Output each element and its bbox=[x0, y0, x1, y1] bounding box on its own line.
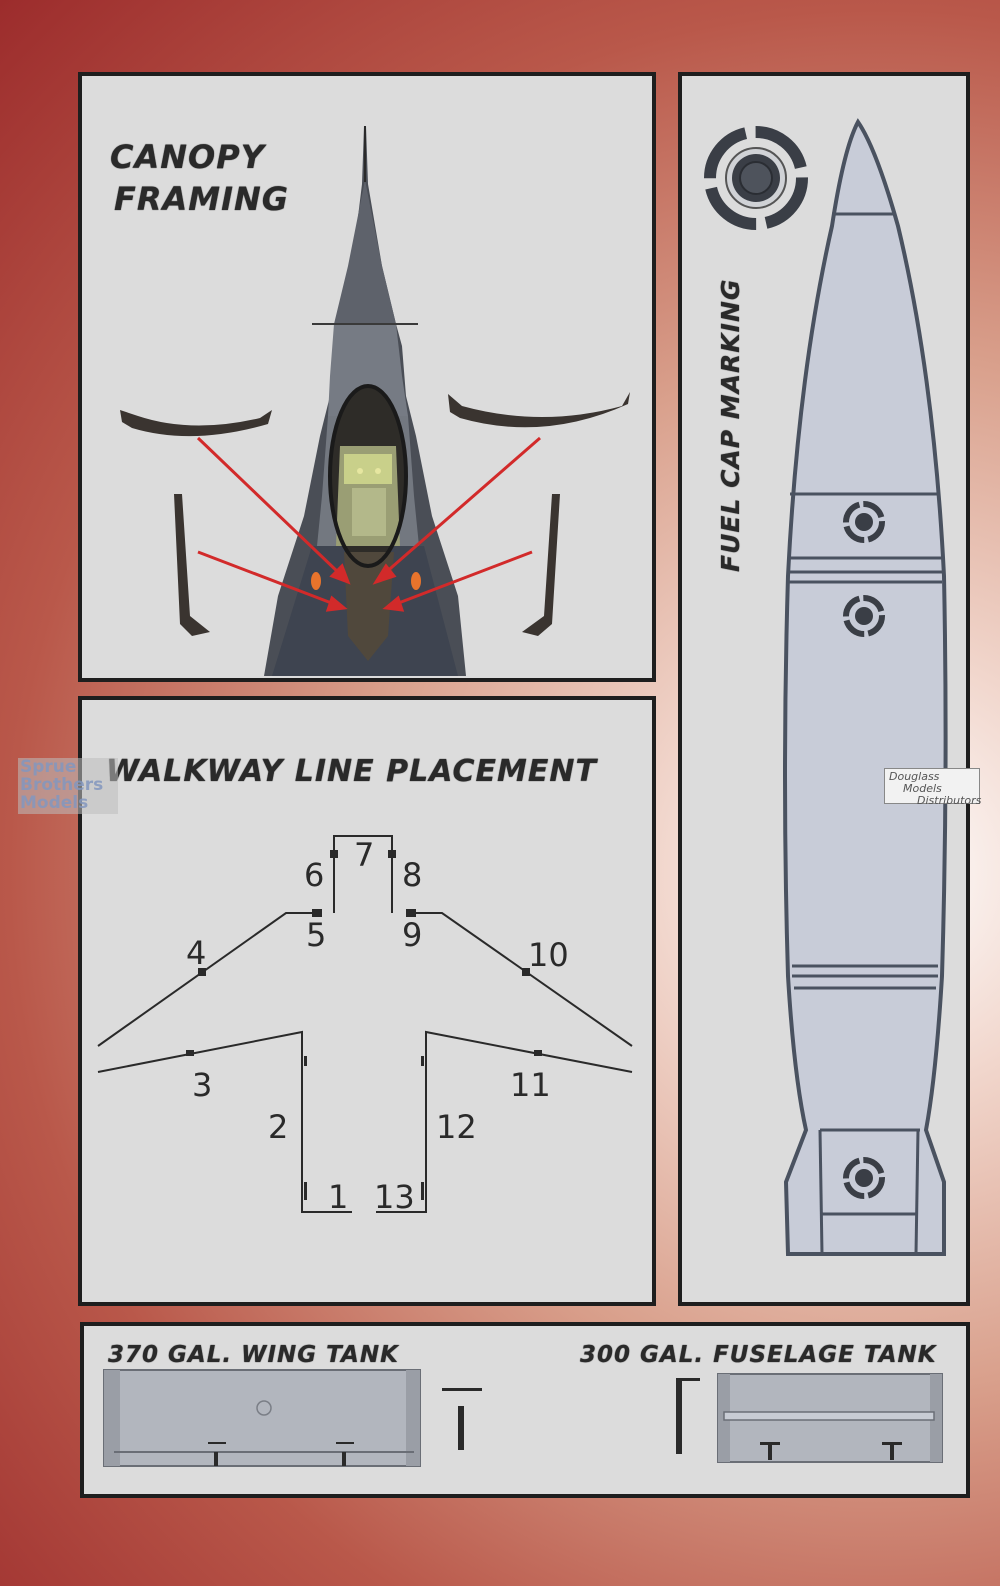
canopy-framing-panel: CANOPY FRAMING bbox=[78, 72, 656, 682]
aircraft-nose-topview bbox=[264, 126, 466, 676]
logo-line: Models bbox=[903, 782, 942, 795]
canopy-title-line1: CANOPY bbox=[110, 138, 265, 176]
walkway-lines bbox=[97, 835, 633, 1213]
fuel-tank-panel: FUEL CAP MARKING bbox=[678, 72, 970, 1306]
walkway-label-5: 5 bbox=[306, 916, 326, 954]
walkway-label-2: 2 bbox=[268, 1108, 288, 1146]
fuselage-tank-title: 300 GAL. FUSELAGE TANK bbox=[580, 1342, 937, 1368]
walkway-diagram: 4 3 2 1 6 5 7 8 9 10 11 12 13 bbox=[97, 835, 633, 1216]
wing-fuselage-tank-panel: 370 GAL. WING TANK 300 GAL. FUSELAGE TAN… bbox=[80, 1322, 970, 1498]
lift-here-marker bbox=[442, 1378, 700, 1454]
douglass-models-logo: Douglass Models Distributors bbox=[884, 768, 982, 807]
fuel-cap-marking-small bbox=[843, 501, 885, 1199]
logo-line: Douglass bbox=[889, 770, 940, 783]
tank-sideviews bbox=[103, 1369, 943, 1467]
walkway-label-12: 12 bbox=[436, 1108, 477, 1146]
fuselage-tank-sideview bbox=[717, 1373, 943, 1463]
watermark-line: Models bbox=[20, 793, 89, 813]
canopy-frame-pieces bbox=[120, 392, 630, 636]
walkway-label-6: 6 bbox=[304, 856, 324, 894]
wing-tank-sideview bbox=[103, 1369, 421, 1467]
walkway-label-11: 11 bbox=[510, 1066, 551, 1104]
drop-tank-outline bbox=[783, 118, 948, 1256]
fuel-tank-diagram bbox=[704, 118, 948, 1256]
sprue-brothers-watermark: Sprue Brothers Models bbox=[18, 758, 118, 814]
walkway-label-13: 13 bbox=[374, 1178, 415, 1216]
walkway-label-9: 9 bbox=[402, 916, 422, 954]
logo-line: Distributors bbox=[917, 794, 982, 807]
drop-tank-details bbox=[788, 212, 942, 1255]
watermark-line: Brothers bbox=[20, 775, 104, 795]
walkway-label-8: 8 bbox=[402, 856, 422, 894]
walkway-line-panel: WALKWAY LINE PLACEMENT 4 3 2 1 6 5 bbox=[78, 696, 656, 1306]
walkway-title: WALKWAY LINE PLACEMENT bbox=[106, 754, 597, 789]
walkway-label-4: 4 bbox=[186, 934, 206, 972]
canopy-diagram bbox=[120, 126, 630, 676]
canopy-title-line2: FRAMING bbox=[114, 180, 290, 218]
walkway-label-1: 1 bbox=[328, 1178, 348, 1216]
walkway-label-7: 7 bbox=[354, 836, 374, 874]
fuel-cap-marking-large bbox=[704, 126, 808, 230]
canopy-placement-arrows bbox=[196, 436, 541, 612]
walkway-label-3: 3 bbox=[192, 1066, 212, 1104]
watermark-line: Sprue bbox=[20, 757, 77, 777]
walkway-markers bbox=[186, 850, 542, 1200]
wing-tank-title: 370 GAL. WING TANK bbox=[108, 1342, 399, 1368]
walkway-label-10: 10 bbox=[528, 936, 569, 974]
